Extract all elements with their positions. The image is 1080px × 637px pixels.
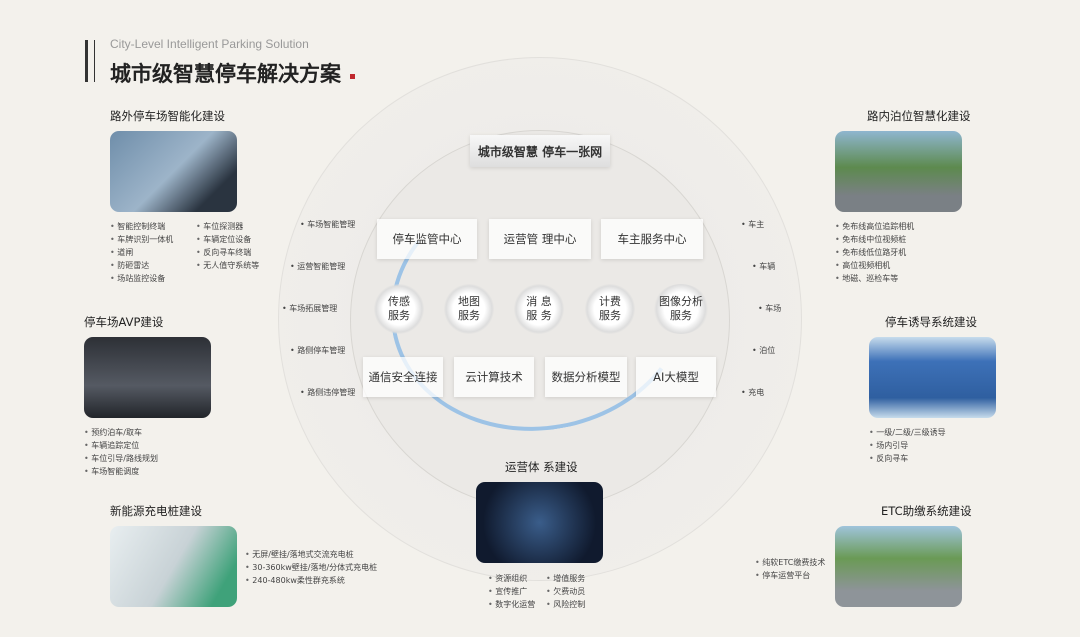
ring-label-right: • 车辆: [752, 262, 776, 271]
service-billing: 计费服务: [585, 284, 635, 334]
ops-photo: [476, 482, 603, 563]
etc-title: ETC助缴系统建设: [881, 504, 972, 518]
avp-photo: [84, 337, 211, 418]
center-label: 运营管 理中心: [503, 232, 577, 246]
ring-label-right: • 充电: [741, 388, 765, 397]
service-message: 消 息服 务: [514, 284, 564, 334]
ring-label-left: • 车场智能管理: [300, 220, 356, 229]
ops-list-2: 增值服务欠费动员风险控制: [546, 572, 585, 611]
banner-text: 城市级智慧 停车一张网: [477, 144, 603, 159]
ops-title: 运营体 系建设: [505, 460, 578, 474]
service-map: 地图服务: [444, 284, 494, 334]
onstreet-title: 路内泊位智慧化建设: [867, 109, 971, 123]
avp-title: 停车场AVP建设: [84, 315, 164, 329]
ops-list-1: 资源组织宣传推广数字化运营: [488, 572, 535, 611]
ring-label-left: • 路侧违停管理: [300, 388, 356, 397]
ring-label-left: • 运营智能管理: [290, 262, 346, 271]
accent-dot: [350, 74, 355, 79]
center-label: 车主服务中心: [617, 232, 687, 246]
tech-ai: AI大模型: [636, 357, 716, 397]
service-sensing: 传感服务: [374, 284, 424, 334]
onstreet-list: 免布线高位追踪相机免布线中位视频桩免布线低位路牙机高位视频相机地磁、巡检车等: [835, 220, 914, 285]
ring-label-right: • 车场: [758, 304, 782, 313]
service-image: 图像分析服务: [653, 284, 709, 334]
page-title: 城市级智慧停车解决方案: [110, 62, 341, 86]
onstreet-photo: [835, 131, 962, 212]
guidance-title: 停车诱导系统建设: [885, 315, 977, 329]
tech-data: 数据分析模型: [545, 357, 627, 397]
tech-cloud: 云计算技术: [454, 357, 534, 397]
offstreet-photo: [110, 131, 237, 212]
center-label: 停车监管中心: [392, 232, 462, 246]
center-owner-service: 车主服务中心: [601, 219, 703, 259]
subtitle-en: City-Level Intelligent Parking Solution: [110, 37, 309, 51]
guidance-list: 一级/二级/三级诱导场内引导反向寻车: [869, 426, 945, 465]
ring-label-left: • 车场拓展管理: [282, 304, 338, 313]
ev-photo: [110, 526, 237, 607]
center-monitoring: 停车监管中心: [377, 219, 477, 259]
ring-label-right: • 泊位: [752, 346, 776, 355]
ring-label-right: • 车主: [741, 220, 765, 229]
ring-label-left: • 路侧停车管理: [290, 346, 346, 355]
etc-photo: [835, 526, 962, 607]
center-banner: 城市级智慧 停车一张网: [470, 135, 610, 167]
ev-title: 新能源充电桩建设: [110, 504, 202, 518]
center-operations: 运营管 理中心: [489, 219, 591, 259]
offstreet-list-1: 智能控制终端车牌识别一体机道闸防砸雷达场站监控设备: [110, 220, 173, 285]
etc-list: 纯软ETC缴费技术停车运营平台: [755, 556, 825, 582]
offstreet-title: 路外停车场智能化建设: [110, 109, 225, 123]
tech-comm: 通信安全连接: [363, 357, 443, 397]
title-bar-icon: [85, 40, 95, 82]
guidance-photo: [869, 337, 996, 418]
offstreet-list-2: 车位探测器车辆定位设备反向寻车终端无人值守系统等: [196, 220, 259, 272]
avp-list: 预约泊车/取车车辆追踪定位车位引导/路线规划车场智能调度: [84, 426, 158, 478]
ev-list: 无屏/壁挂/落地式交流充电桩30-360kw壁挂/落地/分体式充电桩240-48…: [245, 548, 377, 587]
